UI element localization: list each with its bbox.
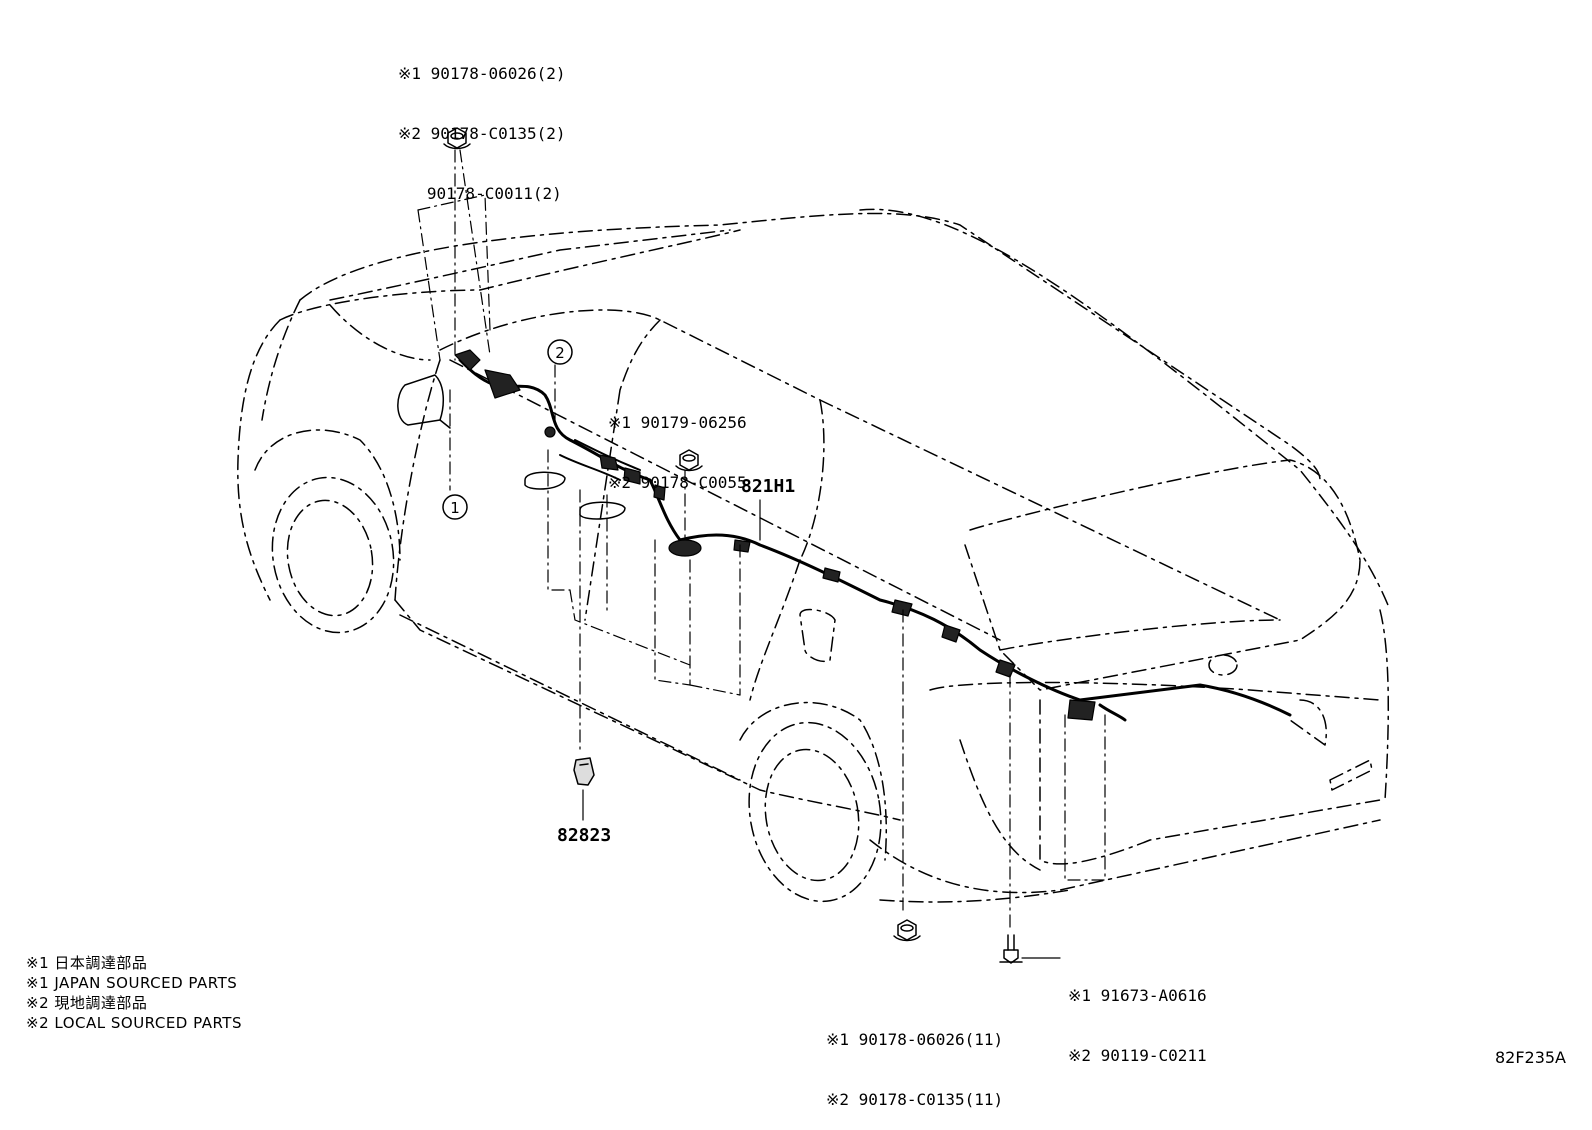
- callout-top-left-line2: ※2 90178-C0135(2): [398, 124, 566, 143]
- side-mirror: [397, 374, 451, 429]
- callout-circle-1-label: 1: [450, 499, 460, 517]
- callout-bottom-center: ※1 90178-06026(11) ※2 90178-C0135(11): [826, 990, 1003, 1130]
- callout-circle-2-label: 2: [555, 344, 565, 362]
- center-nut-icon: [675, 449, 703, 472]
- clip-82823-icon: [573, 757, 595, 786]
- legend-line-1: ※1 日本調達部品: [26, 954, 148, 972]
- bottom-bolt-icon: [999, 934, 1023, 964]
- callout-bottom-right: ※1 91673-A0616 ※2 90119-C0211: [1068, 946, 1207, 1086]
- top-nut-icon: [443, 127, 471, 150]
- legend: ※1 日本調達部品 ※1 JAPAN SOURCED PARTS ※2 現地調達…: [26, 953, 242, 1033]
- clip-part-label: 82823: [557, 825, 612, 846]
- callout-bottom-right-line1: ※1 91673-A0616: [1068, 986, 1207, 1005]
- wiring-harness-diagram: 1 2: [237, 127, 1391, 964]
- callout-center-line2: ※2 90178-C0055: [608, 473, 747, 492]
- harness-connectors: [454, 349, 1096, 721]
- legend-line-2: ※1 JAPAN SOURCED PARTS: [26, 974, 238, 992]
- legend-line-4: ※2 LOCAL SOURCED PARTS: [26, 1014, 242, 1032]
- legend-line-3: ※2 現地調達部品: [26, 994, 148, 1012]
- callout-circle-1: [442, 494, 468, 520]
- callout-top-left: ※1 90178-06026(2) ※2 90178-C0135(2) 9017…: [398, 24, 566, 224]
- callout-bottom-center-line1: ※1 90178-06026(11): [826, 1030, 1004, 1049]
- callout-center: ※1 90179-06256 ※2 90178-C0055: [608, 373, 747, 513]
- callout-bottom-right-line2: ※2 90119-C0211: [1068, 1046, 1207, 1065]
- bottom-nut-icon: [893, 919, 921, 942]
- callout-bottom-center-line2: ※2 90178-C0135(11): [826, 1090, 1004, 1109]
- figure-code: 82F235A: [1494, 1048, 1566, 1067]
- leader-lines: [417, 149, 1106, 931]
- callout-circle-2: [547, 339, 573, 365]
- vehicle-outline: [237, 208, 1391, 903]
- door-handles: [524, 471, 626, 520]
- callout-top-left-line1: ※1 90178-06026(2): [398, 64, 566, 83]
- rear-wheel: [739, 701, 888, 903]
- front-wheel: [254, 429, 401, 634]
- harness-part-label: 821H1: [741, 476, 796, 497]
- callout-center-line1: ※1 90179-06256: [608, 413, 747, 432]
- callout-top-left-line3: 90178-C0011(2): [398, 184, 562, 203]
